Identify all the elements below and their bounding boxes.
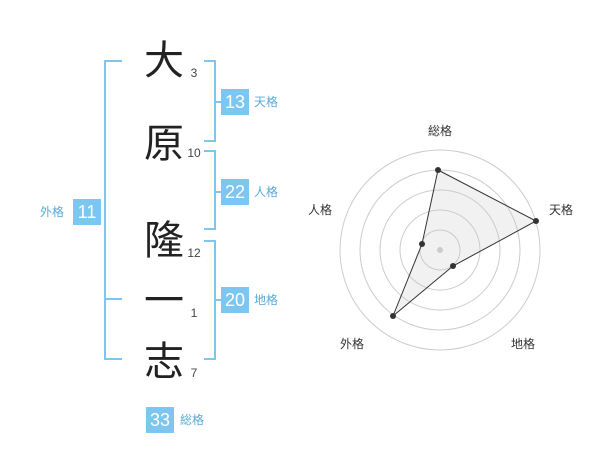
radar-ring-5 <box>339 149 541 351</box>
chikaku-value: 20 <box>221 287 249 313</box>
chikaku-label: 地格 <box>254 293 279 307</box>
radar-point-chikaku <box>450 263 456 269</box>
jinkaku-value: 22 <box>221 179 249 205</box>
gaikaku-bracket-divider <box>104 298 122 300</box>
jinkaku-bracket <box>204 150 216 230</box>
radar-point-soukaku <box>435 167 441 173</box>
name-char-5: 志 <box>144 339 184 385</box>
gaikaku-bracket <box>104 60 122 360</box>
stroke-count-3: 12 <box>187 246 201 260</box>
jinkaku-connector <box>214 191 222 193</box>
name-char-2: 原 <box>144 121 184 167</box>
gaikaku-label: 外格 <box>40 205 65 219</box>
radar-label-soukaku: 総格 <box>428 124 453 138</box>
stroke-count-1: 3 <box>190 66 198 80</box>
tenkaku-value: 13 <box>221 89 249 115</box>
radar-point-gaikaku <box>390 313 396 319</box>
name-char-3: 隆 <box>144 218 184 264</box>
tenkaku-label: 天格 <box>254 95 279 109</box>
radar-ring-2 <box>399 209 481 291</box>
radar-label-chikaku: 地格 <box>511 337 536 351</box>
soukaku-value: 33 <box>146 407 174 433</box>
radar-label-jinkaku: 人格 <box>308 203 333 217</box>
radar-center <box>437 247 443 253</box>
chikaku-connector <box>214 299 222 301</box>
tenkaku-connector <box>214 101 222 103</box>
stroke-count-5: 7 <box>190 366 198 380</box>
gaikaku-value: 11 <box>73 199 101 225</box>
radar-label-gaikaku: 外格 <box>340 337 365 351</box>
soukaku-label: 総格 <box>180 413 205 427</box>
radar-area <box>392 169 538 317</box>
stroke-count-4: 1 <box>190 306 198 320</box>
radar-ring-3 <box>379 189 501 311</box>
radar-label-tenkaku: 天格 <box>549 203 574 217</box>
name-char-1: 大 <box>144 38 184 84</box>
jinkaku-label: 人格 <box>254 185 279 199</box>
radar-point-jinkaku <box>419 241 425 247</box>
name-char-4: 一 <box>144 278 184 324</box>
radar-point-tenkaku <box>533 218 539 224</box>
stroke-count-2: 10 <box>187 146 201 160</box>
